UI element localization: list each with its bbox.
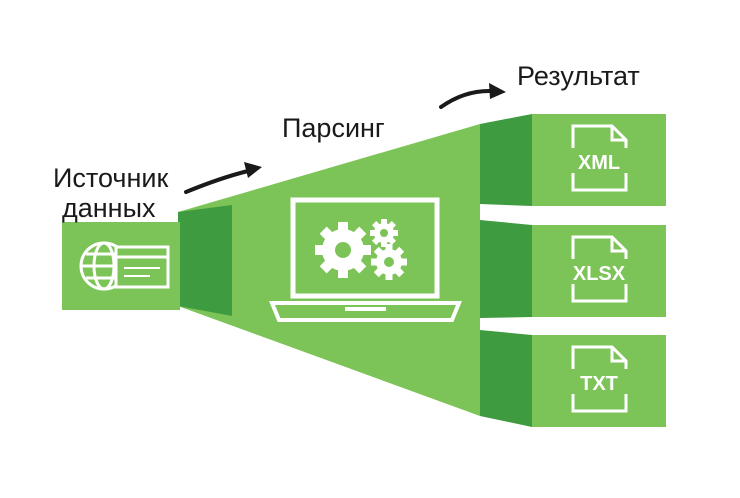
globe-browser-icon bbox=[79, 241, 170, 291]
arrow-to-result bbox=[439, 83, 506, 109]
file-icon-txt bbox=[567, 345, 631, 413]
parsing-label: Парсинг bbox=[282, 113, 385, 143]
laptop-icon bbox=[269, 197, 462, 322]
arrow-to-parsing bbox=[184, 162, 262, 194]
result-label: Результат bbox=[517, 61, 640, 91]
connector-band bbox=[178, 205, 232, 316]
source-label: Источник bbox=[53, 163, 169, 193]
source-label-line2: данных bbox=[62, 193, 156, 223]
file-icon-xml bbox=[567, 124, 631, 192]
format-label-xml: XML bbox=[578, 152, 620, 174]
file-icon-xlsx bbox=[565, 235, 633, 303]
format-label-txt: TXT bbox=[580, 373, 618, 395]
format-label-xlsx: XLSX bbox=[573, 263, 626, 285]
